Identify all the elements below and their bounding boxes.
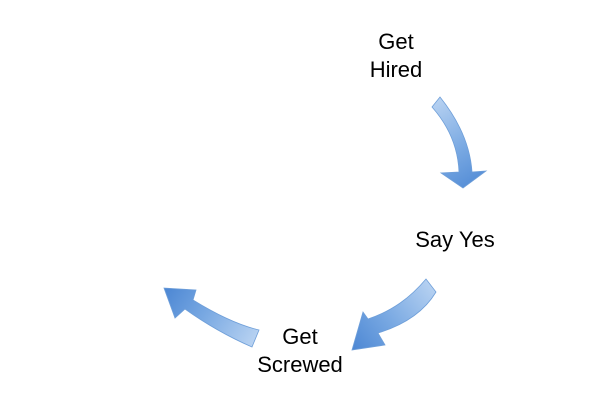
node-get-hired-line2: Hired xyxy=(369,57,423,82)
arrow-yes-to-screwed xyxy=(351,278,437,351)
node-get-screwed-line2: Screwed xyxy=(257,352,343,377)
arrow-hired-to-yes xyxy=(431,96,488,189)
node-get-screwed-line1: Get xyxy=(282,324,318,349)
node-get-hired-line1: Get xyxy=(378,29,414,54)
node-say-yes-line1: Say Yes xyxy=(415,227,495,252)
node-get-hired: Get Hired xyxy=(346,28,446,84)
node-get-screwed: Get Screwed xyxy=(238,323,362,379)
node-say-yes: Say Yes xyxy=(395,226,515,254)
arrow-screwed-to-hired xyxy=(163,287,260,348)
